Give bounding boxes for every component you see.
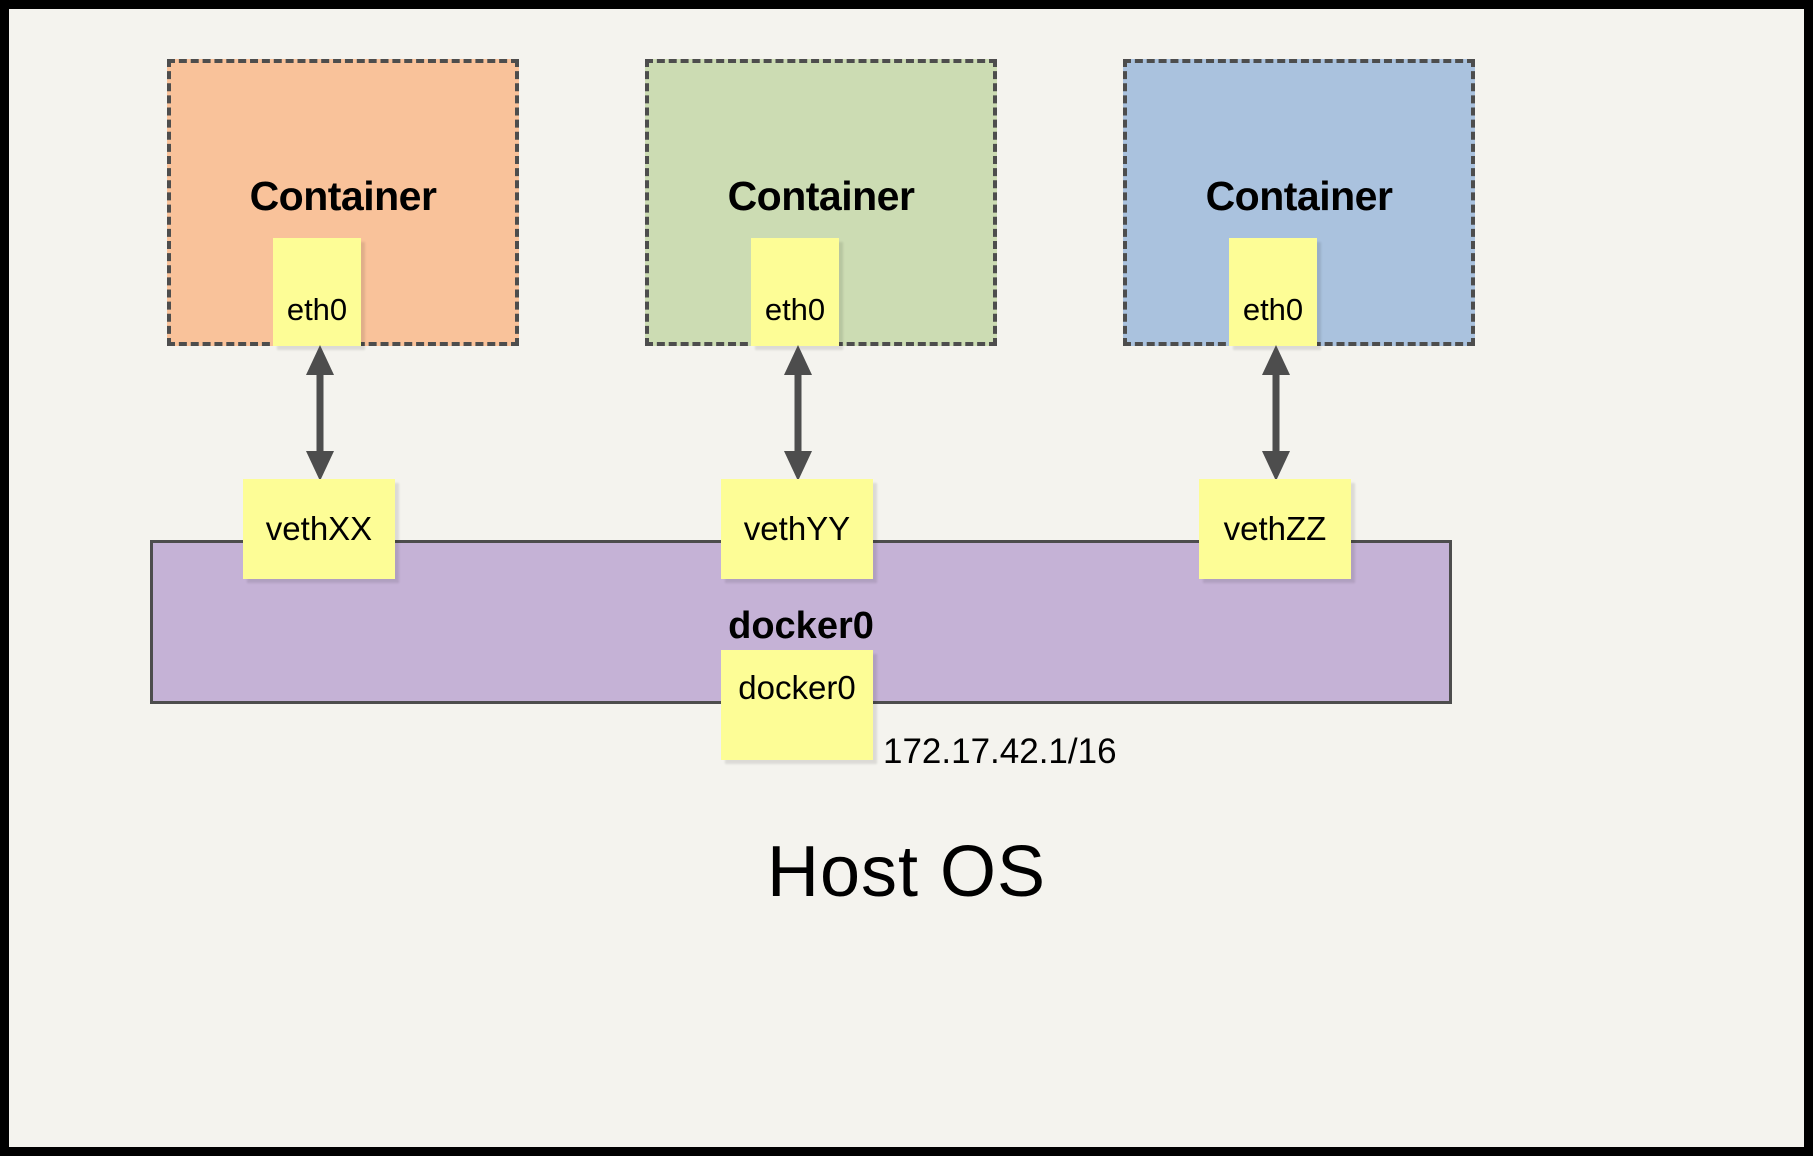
veth-link-arrow-3 (1262, 345, 1290, 481)
eth0-note-container-2: eth0 (751, 238, 839, 346)
eth0-note-container-3: eth0 (1229, 238, 1317, 346)
container-title-2: Container (727, 173, 915, 219)
docker0-bridge-label: docker0 (728, 605, 874, 647)
veth-link-arrow-2 (784, 345, 812, 481)
veth-note-zz: vethZZ (1199, 479, 1351, 579)
container-title-1: Container (249, 173, 437, 219)
docker0-ip-address: 172.17.42.1/16 (883, 732, 1117, 771)
host-os-frame: docker0 Container Container Container et… (9, 9, 1804, 1147)
eth0-note-container-1: eth0 (273, 238, 361, 346)
veth-note-xx: vethXX (243, 479, 395, 579)
docker0-interface-note: docker0 (721, 650, 873, 760)
container-title-3: Container (1205, 173, 1393, 219)
host-os-label: Host OS (766, 832, 1047, 912)
veth-link-arrow-1 (306, 345, 334, 481)
veth-note-yy: vethYY (721, 479, 873, 579)
